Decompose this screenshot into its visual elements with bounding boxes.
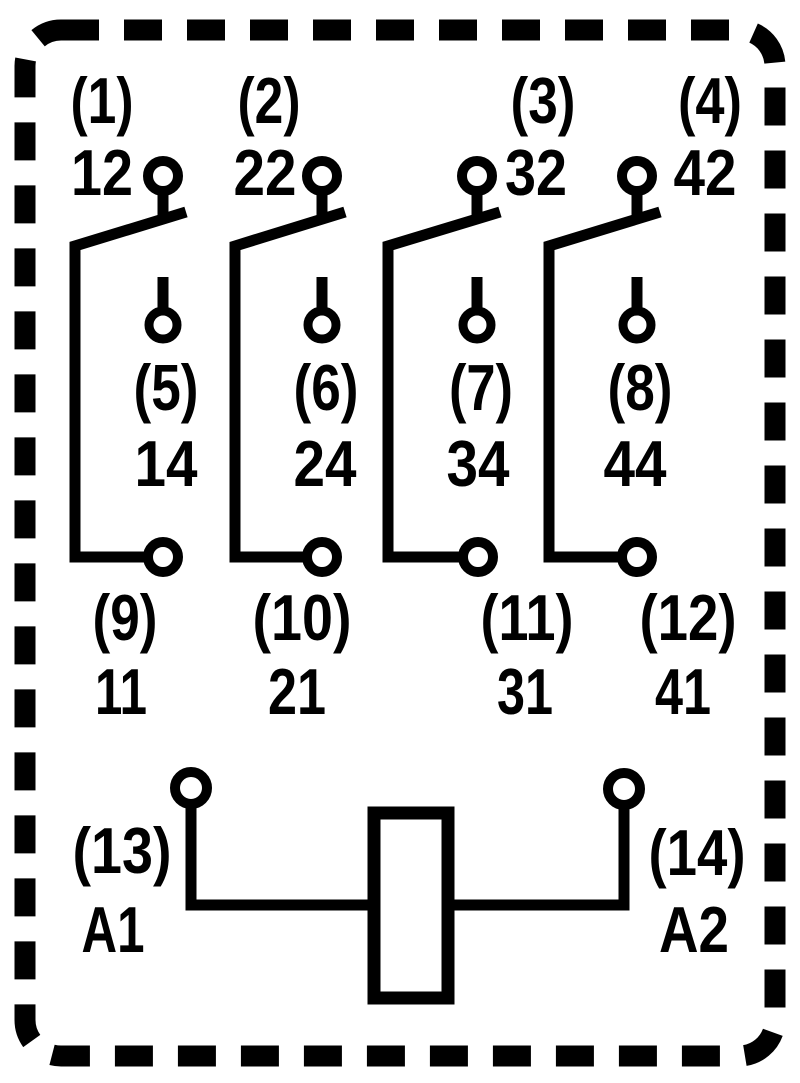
pole-2-nc-terminal-circle bbox=[302, 156, 342, 196]
pole-3-common-terminal-label: 31 bbox=[497, 655, 553, 728]
pole-1-pin-no-label: (5) bbox=[134, 351, 199, 424]
pole-3-nc-terminal-label: 32 bbox=[505, 136, 567, 209]
pole-2-no-terminal-circle bbox=[303, 306, 341, 344]
pole-4-no-terminal-circle bbox=[618, 306, 656, 344]
pole-3-pin-com-label: (11) bbox=[481, 581, 574, 654]
pole-1-no-terminal-label: 14 bbox=[135, 427, 198, 500]
coil-a1-terminal-circle bbox=[170, 767, 212, 809]
pole-4-common-terminal-circle bbox=[617, 537, 657, 577]
pole-2-pin-com-label: (10) bbox=[253, 581, 352, 654]
pole-2-no-terminal-label: 24 bbox=[294, 427, 357, 500]
coil-a2-wire bbox=[448, 808, 630, 911]
pole-2-pin-no-label: (6) bbox=[294, 351, 359, 424]
pole-3-switch-arm-wire bbox=[382, 206, 502, 563]
pole-4-nc-terminal-circle bbox=[617, 156, 657, 196]
coil-a1-label: A1 bbox=[82, 893, 145, 966]
pole-1-pin-com-label: (9) bbox=[93, 581, 158, 654]
coil-symbol-rect bbox=[367, 806, 455, 1005]
pole-3: (3) 32 (7) 34 (11) 31 bbox=[382, 64, 576, 728]
coil-circuit: (13) A1 (14) A2 bbox=[73, 767, 746, 1005]
pole-1-common-terminal-circle bbox=[143, 537, 183, 577]
relay-case-dashed-border bbox=[14, 19, 786, 1067]
pole-1-pin-top-label: (1) bbox=[71, 64, 134, 137]
pole-1: (1) 12 (5) 14 (9) 11 bbox=[69, 64, 199, 728]
pole-4-pin-com-label: (12) bbox=[640, 581, 737, 654]
pole-2-pin-top-label: (2) bbox=[238, 64, 301, 137]
pole-3-pin-top-label: (3) bbox=[511, 64, 576, 137]
pole-3-pin-no-label: (7) bbox=[449, 351, 513, 424]
coil-a1-wire bbox=[185, 806, 374, 911]
pole-3-no-terminal-label: 34 bbox=[447, 427, 510, 500]
pole-2: (2) 22 (6) 24 (10) 21 bbox=[229, 64, 359, 728]
coil-pin-left-label: (13) bbox=[73, 814, 172, 887]
pole-2-switch-arm-wire bbox=[229, 206, 347, 563]
pole-1-common-terminal-label: 11 bbox=[95, 655, 147, 728]
pole-3-common-terminal-circle bbox=[458, 537, 498, 577]
pole-4-pin-top-label: (4) bbox=[678, 64, 742, 137]
coil-a2-label: A2 bbox=[659, 893, 729, 966]
pole-3-nc-terminal-circle bbox=[457, 156, 497, 196]
coil-a2-terminal-circle bbox=[603, 768, 645, 810]
pole-4-common-terminal-label: 41 bbox=[655, 655, 711, 728]
pole-4-nc-terminal-label: 42 bbox=[674, 136, 737, 209]
pole-1-nc-terminal-circle bbox=[143, 156, 183, 196]
pole-2-common-terminal-label: 21 bbox=[268, 655, 326, 728]
pole-4-no-terminal-label: 44 bbox=[604, 427, 667, 500]
pole-4-pin-no-label: (8) bbox=[608, 351, 673, 424]
pole-2-nc-terminal-label: 22 bbox=[234, 136, 297, 209]
coil-pin-right-label: (14) bbox=[649, 816, 746, 889]
pole-4: (4) 42 (8) 44 (12) 41 bbox=[543, 64, 742, 728]
pole-2-common-terminal-circle bbox=[302, 537, 342, 577]
pole-4-switch-arm-wire bbox=[543, 206, 662, 563]
pole-1-switch-arm-wire bbox=[69, 206, 188, 563]
pole-3-no-terminal-circle bbox=[458, 306, 496, 344]
pole-1-nc-terminal-label: 12 bbox=[71, 136, 133, 209]
pole-1-no-terminal-circle bbox=[144, 306, 182, 344]
